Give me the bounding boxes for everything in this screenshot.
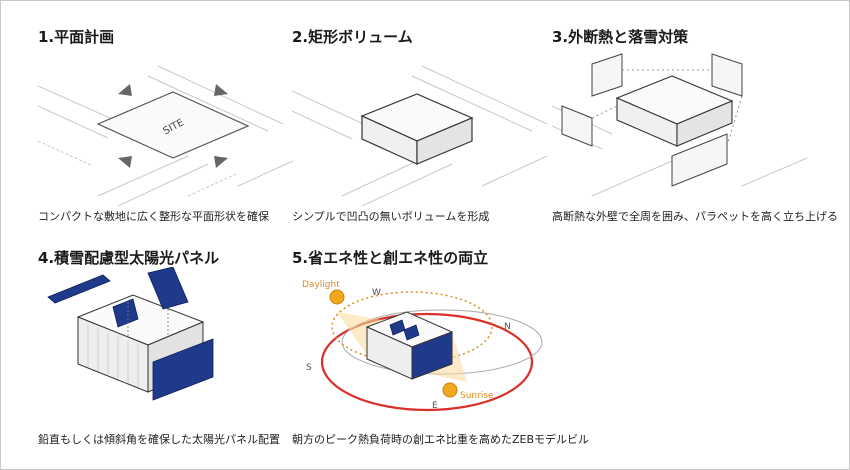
block-right-face xyxy=(416,117,473,165)
sun-icon-sunrise xyxy=(442,382,458,398)
solar-panels xyxy=(47,267,214,401)
expand-arrow-icons xyxy=(118,84,228,168)
panel-title: 5.省エネ性と創エネ性の両立 xyxy=(292,249,489,267)
compass-south: S xyxy=(306,363,312,373)
panel-caption: 鉛直もしくは傾斜角を確保した太陽光パネル配置 xyxy=(38,433,280,446)
sun-path-dotted xyxy=(331,291,493,363)
solar-facade xyxy=(411,331,453,380)
panel-title: 4.積雪配慮型太陽光パネル xyxy=(38,249,220,267)
panel-title: 1.平面計画 xyxy=(38,28,115,46)
compass-north: N xyxy=(504,322,511,332)
solar-figure xyxy=(47,267,214,401)
site-plot xyxy=(96,91,250,159)
panel-caption: 高断熱な外壁で全周を囲み、パラペットを高く立ち上げる xyxy=(552,210,838,223)
roof-panel xyxy=(403,324,420,341)
panel-caption: コンパクトな敷地に広く整形な平面形状を確保 xyxy=(38,210,269,223)
panel-plan: 1.平面計画 SITE コンパクトな敷地に広く整形な平面形状を確保 xyxy=(38,26,298,241)
panel-title: 2.矩形ボリューム xyxy=(292,28,413,46)
panel-caption: シンプルで凹凸の無いボリュームを形成 xyxy=(292,210,490,223)
insulation-walls xyxy=(561,53,743,187)
compass-west: W xyxy=(372,288,381,298)
panel-volume: 2.矩形ボリューム シンプルで凹凸の無いボリュームを形成 xyxy=(292,26,552,241)
compass-east: E xyxy=(432,401,438,411)
panel-caption: 朝方のピーク熱負荷時の創エネ比重を高めたZEBモデルビル xyxy=(292,433,590,446)
panel-energy: 5.省エネ性と創エネ性の両立 Daylight Sunrise N S E W … xyxy=(292,247,589,462)
energy-figure: Daylight Sunrise N S E W xyxy=(302,280,543,412)
panel-title: 3.外断熱と落雪対策 xyxy=(552,28,689,46)
block-right-face xyxy=(676,100,733,147)
insulation-figure xyxy=(552,53,808,197)
panel-insulation: 3.外断熱と落雪対策 高断熱な外壁で全周を囲み、パラペットを高く立ち上げる xyxy=(552,26,838,241)
sun-icon-daylight xyxy=(329,289,345,305)
sunrise-label: Sunrise xyxy=(460,391,494,401)
daylight-label: Daylight xyxy=(302,280,340,290)
volume-figure xyxy=(292,65,548,206)
panel-solar: 4.積雪配慮型太陽光パネル 鉛直もしくは傾斜角を確保した太陽光パネル配置 xyxy=(38,247,298,462)
plan-figure: SITE xyxy=(38,65,294,206)
sun-orbit-summer xyxy=(320,312,534,412)
